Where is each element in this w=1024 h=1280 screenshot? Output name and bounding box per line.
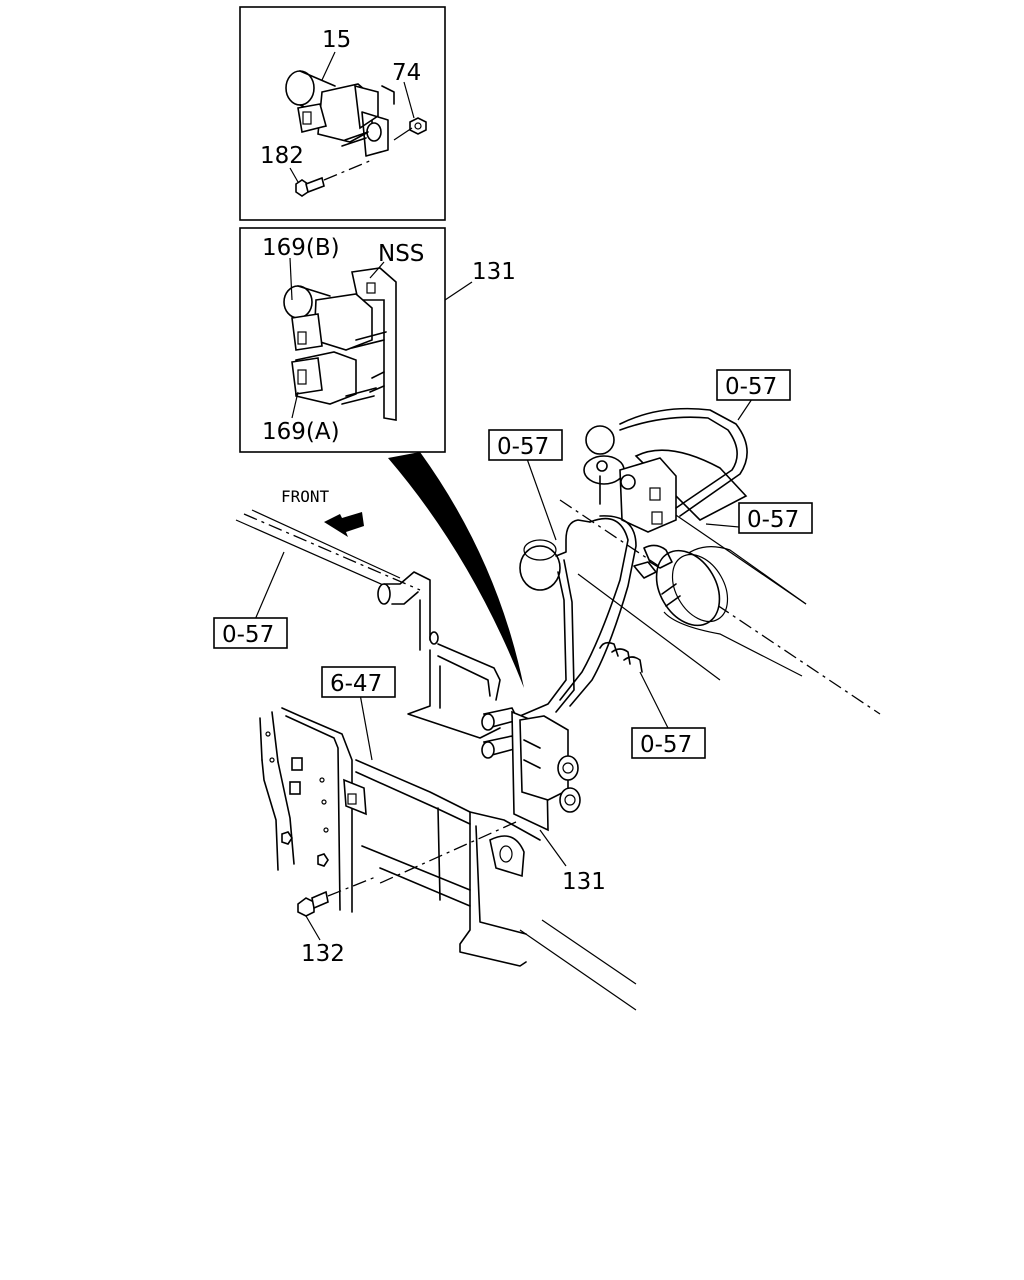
bracket-6-47: [259, 693, 637, 1011]
part-label-131-main: 131: [562, 869, 606, 895]
ref-label-647: 6-47: [330, 671, 382, 697]
inset-valve-131: 169(B) NSS 131 169(A): [239, 227, 516, 453]
part-label-nss: NSS: [378, 241, 424, 267]
part-label-74: 74: [392, 60, 421, 86]
ref-box-057-tank: 0-57: [488, 429, 563, 461]
ref-label-057-tank: 0-57: [497, 434, 549, 460]
part-label-132: 132: [301, 941, 345, 967]
valve-assembly-131: [377, 707, 581, 885]
part-label-169b: 169(B): [262, 235, 340, 261]
frame-rail-left: [235, 509, 501, 739]
ref-box-057-left: 0-57: [213, 617, 288, 649]
ref-label-057-left: 0-57: [222, 622, 274, 648]
ref-box-647: 6-47: [321, 666, 396, 698]
ref-box-057-bottom: 0-57: [631, 727, 706, 759]
ref-box-057-top: 0-57: [716, 369, 791, 401]
right-assembly: [519, 407, 881, 717]
front-label: FRONT: [281, 487, 330, 506]
inset-valve-15: 15 74 182: [239, 6, 446, 221]
ref-label-057-bottom: 0-57: [640, 732, 692, 758]
detail-callout-arrow: [388, 452, 524, 688]
ref-box-057-right: 0-57: [738, 502, 813, 534]
ref-label-057-top: 0-57: [725, 374, 777, 400]
front-arrow-icon: [324, 512, 364, 537]
part-label-182: 182: [260, 143, 304, 169]
part-label-169a: 169(A): [262, 419, 340, 445]
front-indicator: FRONT: [281, 487, 364, 537]
ref-label-057-right: 0-57: [747, 507, 799, 533]
part-label-15: 15: [322, 27, 351, 53]
part-label-131-inset: 131: [472, 259, 516, 285]
